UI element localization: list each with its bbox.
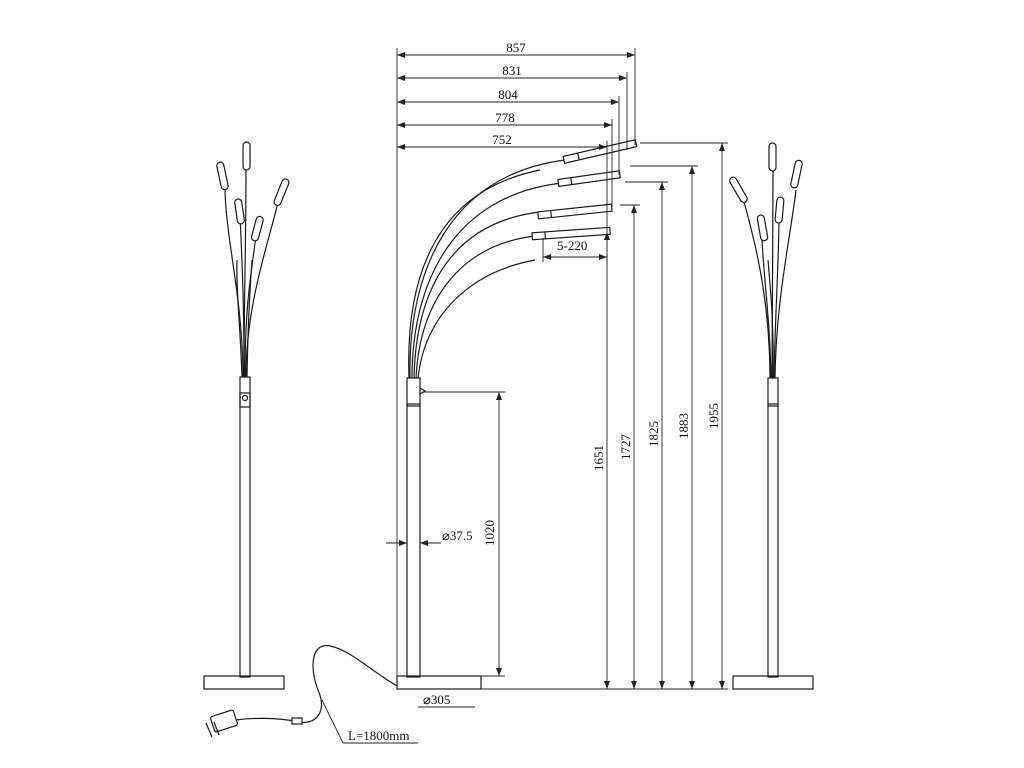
left-arm [244, 234, 257, 378]
front-base [396, 675, 482, 690]
cable-length-label: L=1800mm [348, 728, 410, 743]
height-1883-label: 1883 [676, 413, 691, 439]
right-arm [767, 259, 774, 379]
front-view [205, 139, 638, 738]
adjust-label: 5-220 [557, 238, 587, 253]
right-lamp-head [756, 214, 769, 242]
right-arm [761, 239, 772, 379]
left-arm [245, 189, 282, 378]
left-side-view [203, 141, 290, 690]
front-arm [408, 169, 541, 379]
front-arm [411, 182, 563, 379]
height-1651-label: 1651 [591, 445, 606, 471]
cable-switch [291, 717, 303, 725]
right-lamp-head [768, 142, 777, 172]
right-base [732, 675, 814, 690]
right-arm [773, 221, 780, 379]
switch-height-label: 1020 [482, 520, 497, 546]
front-pole-collar [406, 377, 421, 407]
power-cable [235, 645, 398, 723]
left-arm [239, 214, 245, 378]
front-lamp-head [531, 226, 611, 241]
left-lamp-head [250, 215, 264, 242]
pole-diameter-label: ⌀37.5 [442, 528, 473, 543]
width-804-label: 804 [498, 87, 518, 102]
front-lamp-head [537, 203, 613, 220]
left-arm [224, 189, 244, 378]
front-lamp-head [562, 139, 638, 164]
left-arm [236, 259, 243, 378]
left-lamp-head [273, 178, 290, 207]
left-switch [241, 394, 249, 402]
dimension-labels: 857 831 804 778 752 1651 1727 1825 1883 … [348, 40, 721, 743]
height-1727-label: 1727 [618, 434, 633, 461]
left-lamp-head [234, 198, 245, 225]
left-pole [239, 392, 251, 678]
right-lamp-head [729, 176, 748, 203]
front-arm [415, 235, 536, 379]
left-lamp-head [216, 161, 229, 191]
front-arm [409, 159, 566, 379]
right-arm [771, 169, 774, 379]
dimension-lines [321, 48, 728, 744]
right-lamp-head [790, 159, 803, 189]
right-arm [774, 189, 797, 379]
right-pole [767, 403, 779, 678]
height-1825-label: 1825 [646, 421, 661, 447]
left-pole-collar [239, 376, 251, 408]
front-arm [417, 259, 536, 379]
front-arm [413, 211, 541, 379]
height-1955-label: 1955 [706, 403, 721, 429]
front-lamp-head [557, 170, 621, 188]
right-arm [741, 194, 771, 379]
left-lamp-head [242, 141, 251, 171]
width-831-label: 831 [502, 63, 522, 78]
left-arm [246, 259, 253, 378]
power-plug [205, 709, 238, 738]
front-switch [419, 386, 427, 396]
front-pole [406, 403, 421, 678]
width-857-label: 857 [506, 40, 526, 55]
right-lamp-head [774, 196, 785, 224]
right-pole-collar [767, 377, 779, 407]
width-752-label: 752 [492, 132, 512, 147]
base-diameter-label: ⌀305 [423, 692, 450, 707]
width-778-label: 778 [495, 110, 515, 125]
right-side-view [729, 142, 814, 690]
left-base [203, 675, 285, 690]
